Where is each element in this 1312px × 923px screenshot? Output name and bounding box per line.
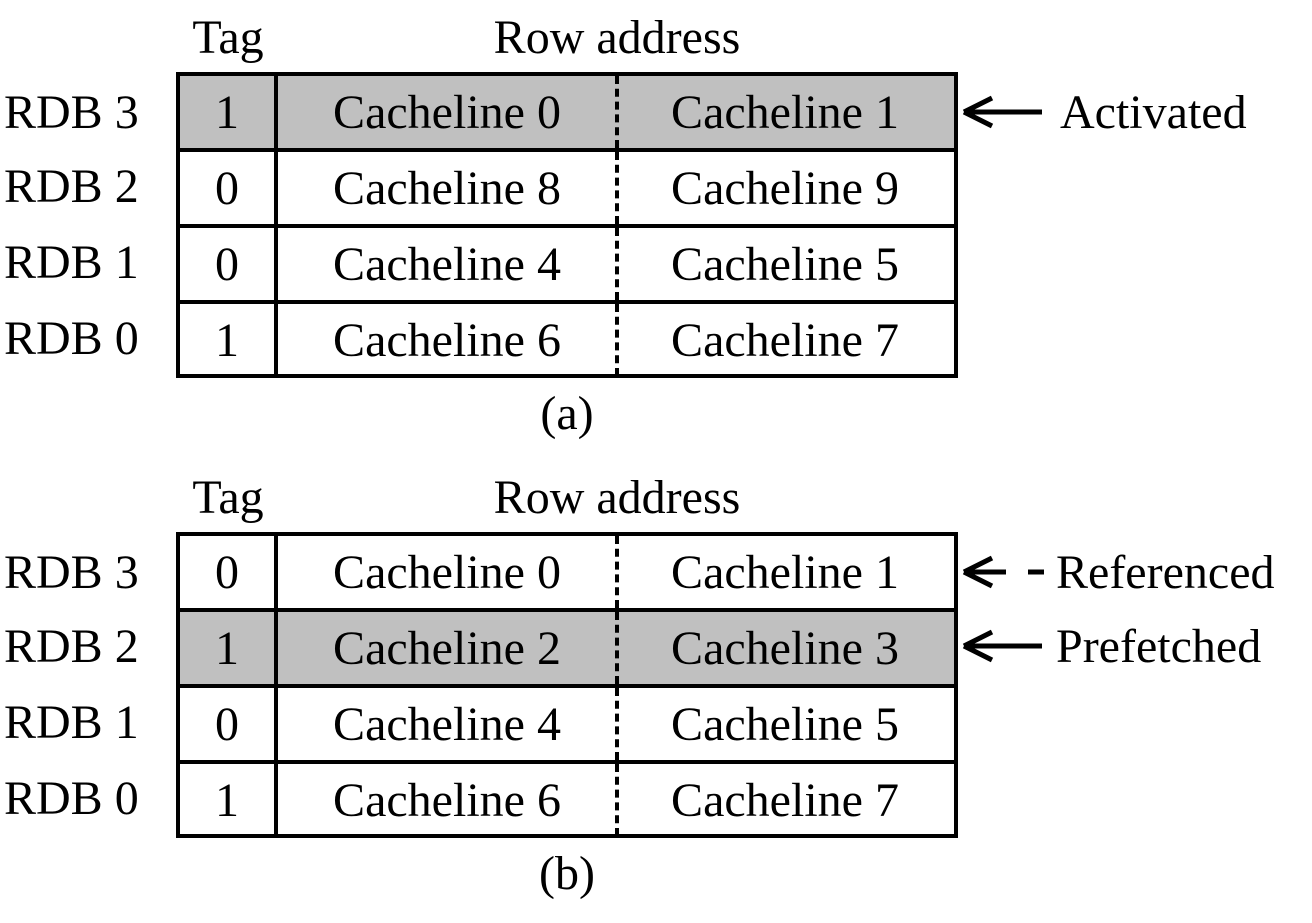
cacheline-cell: Cacheline 0 — [333, 85, 561, 139]
tag-cell: 1 — [180, 304, 278, 376]
cacheline-divider — [615, 612, 619, 684]
tag-cell: 0 — [180, 228, 278, 300]
annotation-label: Referenced — [1056, 545, 1275, 599]
cacheline-cell: Cacheline 6 — [333, 313, 561, 367]
cacheline-cell: Cacheline 6 — [333, 773, 561, 827]
cacheline-cell: Cacheline 2 — [333, 621, 561, 675]
tag-header: Tag — [192, 471, 264, 524]
table-row: 0 Cacheline 4 Cacheline 5 — [180, 684, 954, 760]
table-row: 1 Cacheline 6 Cacheline 7 — [180, 760, 954, 836]
row-address-header: Row address — [493, 471, 741, 524]
cacheline-cell: Cacheline 8 — [333, 161, 561, 215]
cacheline-cell: Cacheline 3 — [671, 621, 899, 675]
rdb-label: RDB 1 — [4, 235, 139, 289]
rdb-label: RDB 3 — [4, 85, 139, 139]
cacheline-divider — [615, 304, 619, 376]
cacheline-cell: Cacheline 5 — [671, 237, 899, 291]
rdb-label: RDB 2 — [4, 619, 139, 673]
rdb-label: RDB 0 — [4, 311, 139, 365]
cacheline-cell: Cacheline 7 — [671, 773, 899, 827]
cacheline-cell: Cacheline 0 — [333, 545, 561, 599]
tag-cell: 1 — [180, 612, 278, 684]
cacheline-cell: Cacheline 4 — [333, 697, 561, 751]
annotation-label: Activated — [1060, 85, 1247, 139]
rdb-label: RDB 3 — [4, 545, 139, 599]
tag-cell: 0 — [180, 688, 278, 760]
table-row: 1 Cacheline 0 Cacheline 1 — [180, 76, 954, 148]
cacheline-divider — [615, 228, 619, 300]
tag-cell: 1 — [180, 764, 278, 836]
row-address-header: Row address — [493, 11, 741, 64]
dashed-arrow-icon — [962, 555, 1044, 589]
solid-arrow-icon — [962, 95, 1042, 129]
panel-caption: (a) — [540, 387, 594, 440]
rdb-label: RDB 2 — [4, 159, 139, 213]
cacheline-divider — [615, 764, 619, 836]
tag-cell: 0 — [180, 152, 278, 224]
table-row: 0 Cacheline 0 Cacheline 1 — [180, 536, 954, 608]
cacheline-cell: Cacheline 1 — [671, 545, 899, 599]
cacheline-cell: Cacheline 1 — [671, 85, 899, 139]
table-row: 1 Cacheline 6 Cacheline 7 — [180, 300, 954, 376]
cacheline-cell: Cacheline 4 — [333, 237, 561, 291]
rdb-label: RDB 1 — [4, 695, 139, 749]
panel-caption: (b) — [539, 847, 595, 900]
cacheline-cell: Cacheline 9 — [671, 161, 899, 215]
cacheline-divider — [615, 76, 619, 148]
tag-header: Tag — [192, 11, 264, 64]
rdb-label: RDB 0 — [4, 771, 139, 825]
rdb-table: 1 Cacheline 0 Cacheline 1 0 Cacheline 8 Cache… — [176, 72, 958, 378]
cacheline-divider — [615, 688, 619, 760]
cacheline-cell: Cacheline 5 — [671, 697, 899, 751]
tag-cell: 0 — [180, 536, 278, 608]
table-row: 0 Cacheline 8 Cacheline 9 — [180, 148, 954, 224]
rdb-table: 0 Cacheline 0 Cacheline 1 1 Cacheline 2 Cache… — [176, 532, 958, 838]
solid-arrow-icon — [962, 629, 1042, 663]
table-row: 1 Cacheline 2 Cacheline 3 — [180, 608, 954, 684]
table-row: 0 Cacheline 4 Cacheline 5 — [180, 224, 954, 300]
cacheline-divider — [615, 152, 619, 224]
tag-cell: 1 — [180, 76, 278, 148]
cacheline-divider — [615, 536, 619, 608]
cacheline-cell: Cacheline 7 — [671, 313, 899, 367]
annotation-label: Prefetched — [1056, 619, 1262, 673]
